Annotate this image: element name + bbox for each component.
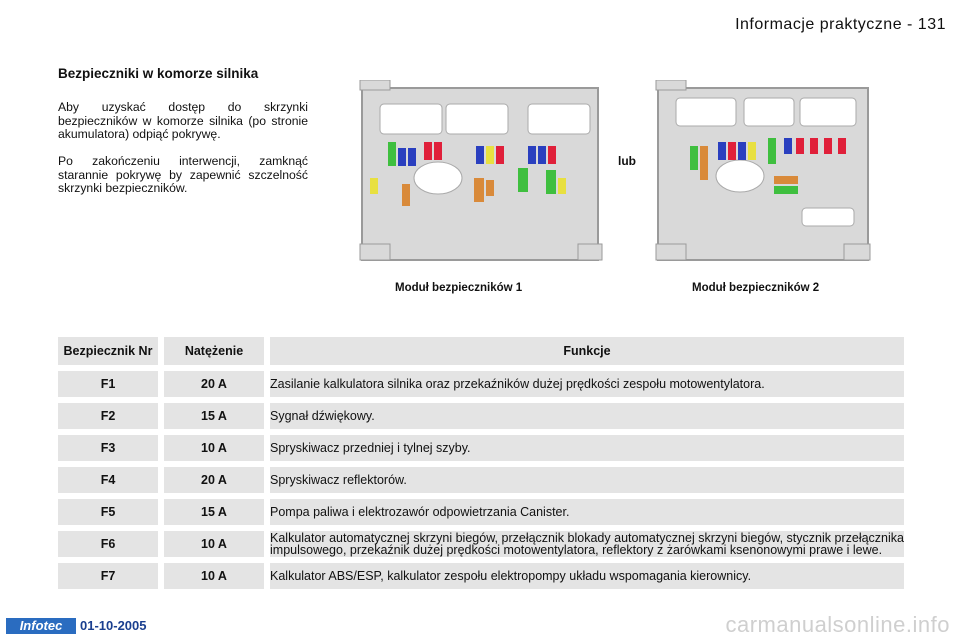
infotec-logo: Infotec	[6, 618, 76, 634]
fuse-amperage: 10 A	[158, 563, 264, 589]
header-fuse-number: Bezpiecznik Nr	[58, 337, 158, 365]
footer-date: 01-10-2005	[80, 618, 147, 633]
table-row: F3 10 A Spryskiwacz przedniej i tylnej s…	[58, 435, 904, 461]
fuse-module-1-diagram	[359, 80, 603, 261]
fuse-number: F1	[58, 371, 158, 397]
fuse-number: F4	[58, 467, 158, 493]
fuse-number: F6	[58, 531, 158, 557]
fuse-amperage: 20 A	[158, 371, 264, 397]
instruction-paragraph-2: Po zakończeniu interwencji, zamknąć star…	[58, 154, 308, 195]
section-title: Bezpieczniki w komorze silnika	[58, 66, 259, 81]
header-amperage: Natężenie	[158, 337, 264, 365]
fuse-function: Spryskiwacz przedniej i tylnej szyby.	[264, 435, 904, 461]
fuse-number: F2	[58, 403, 158, 429]
fuse-amperage: 10 A	[158, 531, 264, 557]
module-2-caption: Moduł bezpieczników 2	[692, 282, 820, 294]
fuse-function: Zasilanie kalkulatora silnika oraz przek…	[264, 371, 904, 397]
fuse-function: Sygnał dźwiękowy.	[264, 403, 904, 429]
header-functions: Funkcje	[264, 337, 904, 365]
fuse-function: Spryskiwacz reflektorów.	[264, 467, 904, 493]
site-watermark: carmanualsonline.info	[725, 612, 950, 637]
module-1-caption: Moduł bezpieczników 1	[395, 282, 523, 294]
table-header-row: Bezpiecznik Nr Natężenie Funkcje	[58, 337, 904, 365]
table-row: F4 20 A Spryskiwacz reflektorów.	[58, 467, 904, 493]
instruction-paragraph-1: Aby uzyskać dostęp do skrzynki bezpieczn…	[58, 100, 308, 141]
fuse-amperage: 10 A	[158, 435, 264, 461]
fuse-function: Pompa paliwa i elektrozawór odpowietrzan…	[264, 499, 904, 525]
fuse-amperage: 20 A	[158, 467, 264, 493]
fuse-function: Kalkulator ABS/ESP, kalkulator zespołu e…	[264, 563, 904, 589]
page-header-title: Informacje praktyczne - 131	[735, 16, 946, 33]
or-label: lub	[618, 154, 636, 168]
fuse-function: Kalkulator automatycznej skrzyni biegów,…	[264, 531, 904, 557]
fuse-number: F3	[58, 435, 158, 461]
table-row: F2 15 A Sygnał dźwiękowy.	[58, 403, 904, 429]
fuse-table: Bezpiecznik Nr Natężenie Funkcje F1 20 A…	[58, 331, 904, 595]
fuse-amperage: 15 A	[158, 403, 264, 429]
table-row: F1 20 A Zasilanie kalkulatora silnika or…	[58, 371, 904, 397]
fuse-number: F7	[58, 563, 158, 589]
fuse-number: F5	[58, 499, 158, 525]
fuse-module-2-diagram	[655, 80, 871, 261]
table-row: F6 10 A Kalkulator automatycznej skrzyni…	[58, 531, 904, 557]
table-row: F5 15 A Pompa paliwa i elektrozawór odpo…	[58, 499, 904, 525]
fuse-amperage: 15 A	[158, 499, 264, 525]
table-row: F7 10 A Kalkulator ABS/ESP, kalkulator z…	[58, 563, 904, 589]
